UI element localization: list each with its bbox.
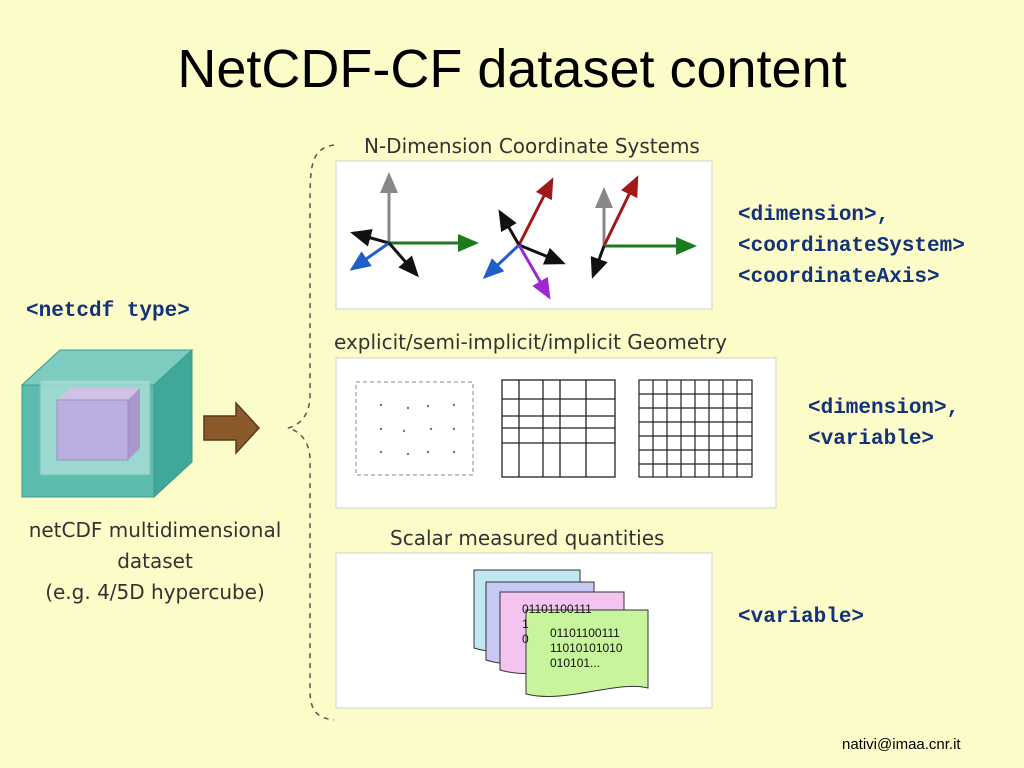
coordinate-axes-icon [349,172,697,300]
doc-back-line-1: 01101100111 [522,602,592,616]
section-label-geometry: explicit/semi-implicit/implicit Geometry [334,330,728,354]
doc-front-line-3: 010101... [550,656,600,670]
geometry-tags: <dimension>, <variable> [808,393,959,455]
section-label-coordinate-systems: N-Dimension Coordinate Systems [364,134,700,158]
doc-front-line-2: 11010101010 [550,641,623,655]
dashed-brace [287,144,335,721]
geometry-grids [355,379,753,478]
doc-back-line-2: 1 [522,617,529,631]
doc-front-line-1: 01101100111 [550,626,620,640]
caption-line-2: dataset [117,549,193,573]
coordinate-tags: <dimension>, <coordinateSystem> <coordin… [738,200,965,293]
caption-line-1: netCDF multidimensional [28,518,282,542]
tag-variable: <variable> [808,428,935,451]
caption-line-3: (e.g. 4/5D hypercube) [45,580,265,604]
tag-dimension: <dimension>, [808,397,960,420]
right-arrow-icon [203,401,261,455]
tag-coordinate-system: <coordinateSystem> [738,235,965,258]
tag-variable: <variable> [738,606,865,629]
dataset-caption: netCDF multidimensional dataset (e.g. 4/… [0,515,310,608]
slide-title: NetCDF-CF dataset content [177,39,847,99]
netcdf-type-tag: <netcdf type> [26,300,190,323]
scalar-tags: <variable> [738,602,864,633]
doc-back-line-3: 0 [522,632,529,646]
tag-coordinate-axis: <coordinateAxis> [738,266,940,289]
section-label-scalar-quantities: Scalar measured quantities [390,526,665,550]
tag-dimension: <dimension>, [738,204,890,227]
footer-email: nativi@imaa.cnr.it [842,736,961,753]
data-documents-icon [473,569,649,697]
hypercube-icon [20,348,194,499]
